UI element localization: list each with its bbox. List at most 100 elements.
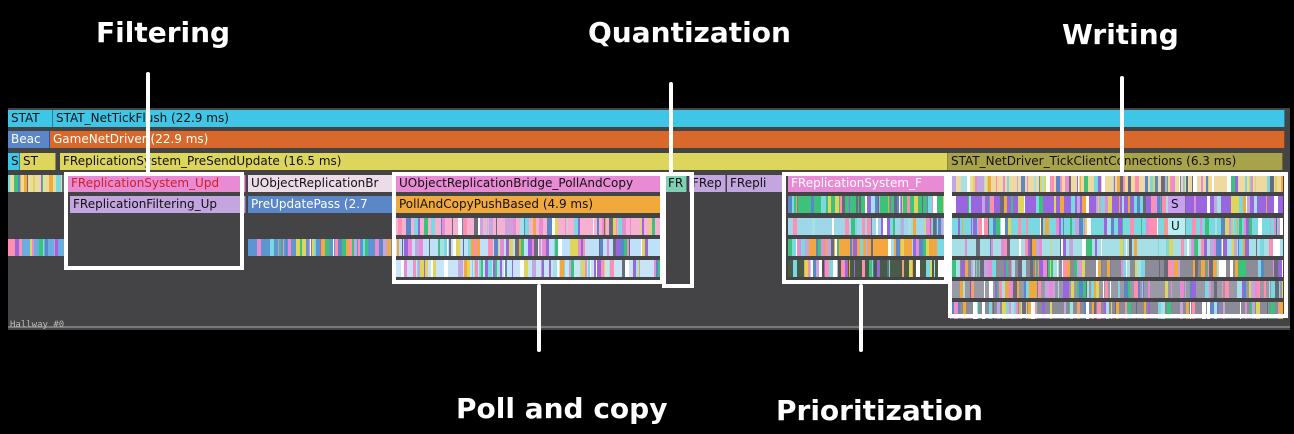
event-sliver[interactable] <box>270 239 274 256</box>
event-sliver[interactable] <box>504 260 505 277</box>
event-sliver[interactable] <box>1087 218 1091 235</box>
event-sliver[interactable] <box>410 218 411 235</box>
event-sliver[interactable] <box>39 239 43 256</box>
event-sliver[interactable] <box>845 260 848 277</box>
event-sliver[interactable] <box>1244 281 1246 298</box>
event-sliver[interactable] <box>862 218 865 235</box>
event-sliver[interactable] <box>1267 175 1270 192</box>
event-sliver[interactable] <box>841 260 845 277</box>
event-sliver[interactable] <box>1186 302 1189 319</box>
event-sliver[interactable] <box>797 239 801 256</box>
event-sliver[interactable] <box>808 260 809 277</box>
event-sliver[interactable] <box>954 218 955 235</box>
event-sliver[interactable] <box>853 239 857 256</box>
event-sliver[interactable] <box>1078 175 1079 192</box>
event-sliver[interactable] <box>1251 175 1253 192</box>
event-sliver[interactable] <box>1061 239 1062 256</box>
poll-row7-strip[interactable] <box>396 260 661 277</box>
event-sliver[interactable] <box>41 175 42 192</box>
event-sliver[interactable] <box>8 239 9 256</box>
event-sliver[interactable] <box>919 239 923 256</box>
event-sliver[interactable] <box>1246 196 1247 213</box>
event-sliver[interactable] <box>869 260 872 277</box>
event-sliver[interactable] <box>912 239 913 256</box>
event-sliver[interactable] <box>474 218 478 235</box>
writing-row7-strip[interactable] <box>950 260 1283 277</box>
event-sliver[interactable] <box>926 218 930 235</box>
writing-row8-strip[interactable] <box>950 281 1283 298</box>
event-sliver[interactable] <box>913 218 916 235</box>
event-sliver[interactable] <box>971 281 973 298</box>
event-sliver[interactable] <box>1235 260 1238 277</box>
event-sliver[interactable] <box>630 218 631 235</box>
event-sliver[interactable] <box>866 239 868 256</box>
event-sliver[interactable] <box>1225 218 1229 235</box>
event-sliver[interactable] <box>1137 196 1140 213</box>
event-sliver[interactable] <box>590 260 591 277</box>
event-sliver[interactable] <box>477 239 480 256</box>
event-sliver[interactable] <box>984 175 985 192</box>
event-sliver[interactable] <box>859 196 861 213</box>
event-sliver[interactable] <box>909 260 912 277</box>
event-sliver[interactable] <box>1209 281 1211 298</box>
writing-row5-strip[interactable] <box>950 218 1283 235</box>
event-sliver[interactable] <box>433 260 436 277</box>
event-sliver[interactable] <box>984 218 988 235</box>
event-sliver[interactable] <box>1098 175 1099 192</box>
event-sliver[interactable] <box>1274 196 1278 213</box>
event-sliver[interactable] <box>876 218 878 235</box>
event-sliver[interactable] <box>999 281 1002 298</box>
event-sliver[interactable] <box>1169 239 1173 256</box>
event-sliver[interactable] <box>1210 302 1214 319</box>
event-sliver[interactable] <box>1085 218 1087 235</box>
event-sliver[interactable] <box>1240 302 1241 319</box>
event-sliver[interactable] <box>890 196 891 213</box>
event-sliver[interactable] <box>835 196 839 213</box>
event-sliver[interactable] <box>1114 175 1115 192</box>
event-sliver[interactable] <box>916 239 919 256</box>
frepli-bar[interactable]: FRepli <box>727 175 783 192</box>
event-sliver[interactable] <box>1270 218 1271 235</box>
event-sliver[interactable] <box>1005 218 1008 235</box>
event-sliver[interactable] <box>951 302 954 319</box>
event-sliver[interactable] <box>1090 239 1092 256</box>
event-sliver[interactable] <box>1168 260 1171 277</box>
event-sliver[interactable] <box>1150 175 1153 192</box>
event-sliver[interactable] <box>418 218 420 235</box>
event-sliver[interactable] <box>463 239 464 256</box>
event-sliver[interactable] <box>993 218 996 235</box>
event-sliver[interactable] <box>397 239 399 256</box>
event-sliver[interactable] <box>1159 260 1160 277</box>
event-sliver[interactable] <box>816 260 819 277</box>
event-sliver[interactable] <box>961 175 963 192</box>
event-sliver[interactable] <box>1141 196 1143 213</box>
event-sliver[interactable] <box>564 260 565 277</box>
event-sliver[interactable] <box>1070 302 1073 319</box>
event-sliver[interactable] <box>62 175 65 192</box>
event-sliver[interactable] <box>1080 175 1081 192</box>
event-sliver[interactable] <box>1249 218 1252 235</box>
event-sliver[interactable] <box>1095 239 1097 256</box>
event-sliver[interactable] <box>1187 239 1189 256</box>
event-sliver[interactable] <box>1063 260 1067 277</box>
event-sliver[interactable] <box>1045 218 1049 235</box>
event-sliver[interactable] <box>1136 302 1137 319</box>
event-sliver[interactable] <box>488 239 490 256</box>
event-sliver[interactable] <box>963 175 967 192</box>
event-sliver[interactable] <box>821 239 825 256</box>
event-sliver[interactable] <box>1026 281 1029 298</box>
event-sliver[interactable] <box>279 239 281 256</box>
event-sliver[interactable] <box>604 218 605 235</box>
event-sliver[interactable] <box>1222 239 1223 256</box>
event-sliver[interactable] <box>1134 239 1137 256</box>
event-sliver[interactable] <box>1148 281 1150 298</box>
event-sliver[interactable] <box>1216 239 1219 256</box>
event-sliver[interactable] <box>641 239 642 256</box>
event-sliver[interactable] <box>1120 175 1123 192</box>
event-sliver[interactable] <box>472 260 473 277</box>
event-sliver[interactable] <box>1051 239 1052 256</box>
event-sliver[interactable] <box>1201 175 1203 192</box>
event-sliver[interactable] <box>1066 281 1069 298</box>
event-sliver[interactable] <box>1079 218 1083 235</box>
event-sliver[interactable] <box>1026 218 1028 235</box>
